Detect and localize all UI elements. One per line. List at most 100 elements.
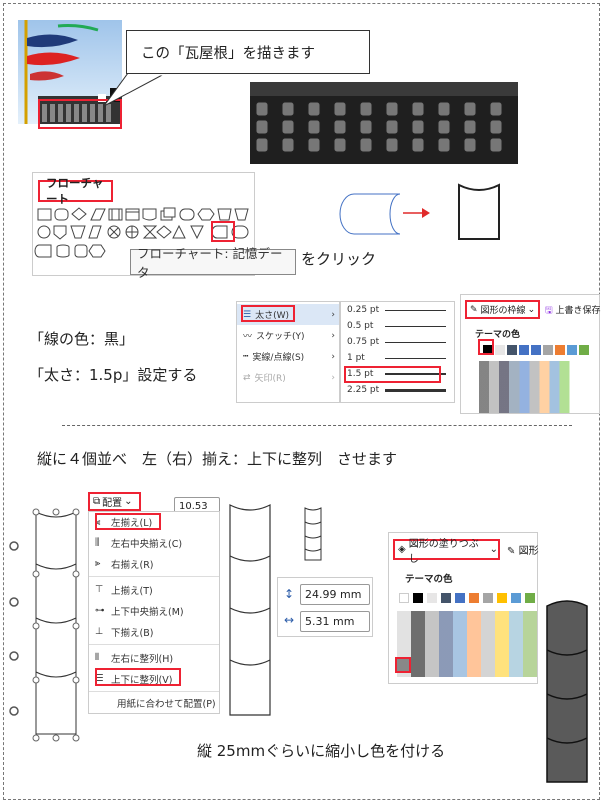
lines-icon: ☰ — [243, 309, 252, 320]
align-middle-label: 上下中央揃え(M) — [111, 606, 184, 618]
weight-option[interactable]: 0.75 pt — [341, 334, 454, 350]
weight-option[interactable]: 1 pt — [341, 350, 454, 366]
pen-icon: ✎ — [470, 304, 478, 315]
height-value: 24.99 mm — [305, 588, 362, 601]
black-swatch-highlight — [478, 339, 494, 355]
align-center-label: 左右中央揃え(C) — [111, 538, 183, 550]
weight-options: 0.25 pt 0.5 pt 0.75 pt 1 pt 1.5 pt 2.25 … — [340, 301, 455, 403]
arrange-menu: ⫷左揃え(L) ⫼ 左右中央揃え(C) ⫸ 右揃え(R) ⊤上揃え(T) ⊶ 上下中央… — [88, 511, 220, 714]
fill-color-grid[interactable] — [397, 591, 537, 679]
menu-weight-label: 太さ(W) — [255, 311, 289, 321]
align-top[interactable]: ⊤上揃え(T) — [89, 579, 219, 600]
weight-menu-highlight — [241, 305, 295, 322]
arrow-right-icon — [403, 208, 430, 218]
weight-option-selected[interactable]: 1.5 pt — [341, 366, 454, 382]
callout-text: この「瓦屋根」を描きます — [141, 45, 315, 62]
stored-data-shape-preview — [339, 193, 401, 235]
align-left[interactable]: ⫷左揃え(L) — [89, 512, 219, 532]
menu-sketch[interactable]: 〰 スケッチ(Y) › — [237, 325, 339, 346]
sketch-icon: 〰 — [243, 332, 253, 342]
weight-option[interactable]: 0.25 pt — [341, 302, 454, 318]
flowchart-shape-grid[interactable] — [33, 173, 254, 275]
stored-data-shape-highlight[interactable] — [211, 221, 235, 242]
color-grid[interactable] — [479, 343, 591, 413]
swatch[interactable] — [507, 345, 517, 355]
arrange-instruction: 縦に４個並べ 左（右）揃え：上下に整列 させます — [37, 450, 398, 468]
chevron-right-icon: › — [331, 372, 335, 383]
distribute-vertical-icon: ☰ — [95, 673, 104, 684]
align-middle-icon: ⊶ — [95, 605, 105, 616]
weight-label: 0.25 pt — [347, 305, 380, 315]
fill-swatch-shades[interactable] — [397, 611, 537, 677]
swatch[interactable] — [469, 593, 479, 603]
weight-label: 1 pt — [347, 353, 365, 363]
weight-option[interactable]: 0.5 pt — [341, 318, 454, 334]
outline-color-panel: ✎ 図形の枠線 ⌄ 🖫 上書き保存 テーマの色 — [460, 294, 601, 414]
outline-button-label: 図形の枠線 — [480, 306, 526, 316]
align-right[interactable]: ⫸ 右揃え(R) — [89, 553, 219, 574]
swatch[interactable] — [497, 593, 507, 603]
save-button-label: 上書き保存 — [555, 306, 601, 316]
fill-button[interactable]: ◈ 図形の塗りつぶし ⌄ — [393, 539, 500, 565]
swatch[interactable] — [399, 593, 409, 603]
swatch[interactable] — [525, 593, 535, 603]
click-instruction: をクリック — [301, 250, 377, 268]
swatch[interactable] — [495, 345, 505, 355]
fill-theme-label: テーマの色 — [405, 574, 453, 585]
pen-icon: ✎ — [507, 546, 516, 557]
swatch-shades[interactable] — [479, 361, 591, 413]
height-input[interactable]: 24.99 mm — [300, 584, 370, 605]
align-to-page[interactable]: 用紙に合わせて配置(P) — [89, 694, 219, 712]
align-right-icon: ⫸ — [95, 558, 101, 569]
swatch[interactable] — [519, 345, 529, 355]
align-to-page-label: 用紙に合わせて配置(P) — [117, 699, 216, 710]
distribute-vertical[interactable]: ☰ 上下に整列(V) — [89, 668, 219, 689]
swatch[interactable] — [427, 593, 437, 603]
swatch[interactable] — [531, 345, 541, 355]
swatch[interactable] — [567, 345, 577, 355]
distribute-vertical-label: 上下に整列(V) — [111, 674, 173, 686]
width-input[interactable]: 5.31 mm — [300, 611, 370, 632]
section-divider — [62, 425, 572, 426]
swatch[interactable] — [511, 593, 521, 603]
outline-button[interactable]: ✎ 図形の枠線 ⌄ — [465, 300, 540, 319]
swatch[interactable] — [543, 345, 553, 355]
swatch[interactable] — [555, 345, 565, 355]
chevron-down-icon: ⌄ — [527, 304, 536, 315]
swatch[interactable] — [441, 593, 451, 603]
swatch[interactable] — [413, 593, 423, 603]
align-bottom-label: 下揃え(B) — [111, 627, 154, 639]
next-button[interactable]: ✎ 図形 — [507, 542, 539, 557]
chevron-down-icon: ⌄ — [489, 544, 498, 555]
chevron-down-icon: ⌄ — [124, 496, 133, 507]
menu-arrow-label: 矢印(R) — [254, 374, 286, 384]
align-right-label: 右揃え(R) — [111, 559, 154, 571]
weight-label: 0.5 pt — [347, 321, 374, 331]
save-icon: 🖫 — [545, 306, 553, 316]
chevron-right-icon: › — [331, 351, 335, 362]
flowchart-title: フローチャート — [38, 176, 113, 206]
weight-option[interactable]: 2.25 pt — [341, 382, 454, 398]
outline-submenu: ☰ 太さ(W) › 〰 スケッチ(Y) › ┅ 実線/点線(S) › ⇄ 矢印(… — [236, 301, 340, 403]
weight-label: 0.75 pt — [347, 337, 380, 347]
swatch-black[interactable] — [483, 345, 493, 355]
line-weight-text: 「太さ：1.5p」設定する — [29, 366, 198, 384]
menu-dash-label: 実線/点線(S) — [252, 353, 305, 363]
width-value: 10.53 — [179, 500, 208, 512]
align-center[interactable]: ⫼ 左右中央揃え(C) — [89, 532, 219, 553]
menu-weight[interactable]: ☰ 太さ(W) › — [237, 304, 339, 325]
arrange-button[interactable]: ⧉ 配置 ⌄ — [88, 492, 141, 511]
swatch[interactable] — [455, 593, 465, 603]
fill-color-panel: ◈ 図形の塗りつぶし ⌄ ✎ 図形 テーマの色 — [388, 532, 539, 684]
distribute-horizontal[interactable]: ⫴左右に整列(H) — [89, 647, 219, 668]
distribute-horizontal-icon: ⫴ — [95, 652, 99, 663]
arrow-style-icon: ⇄ — [243, 372, 251, 383]
menu-dash[interactable]: ┅ 実線/点線(S) › — [237, 346, 339, 367]
align-middle[interactable]: ⊶ 上下中央揃え(M) — [89, 600, 219, 621]
save-button[interactable]: 🖫 上書き保存 — [545, 303, 601, 319]
swatch[interactable] — [483, 593, 493, 603]
align-center-icon: ⫼ — [95, 537, 100, 548]
swatch[interactable] — [579, 345, 589, 355]
align-bottom[interactable]: ⊥下揃え(B) — [89, 621, 219, 642]
fill-button-label: 図形の塗りつぶし — [408, 538, 479, 565]
